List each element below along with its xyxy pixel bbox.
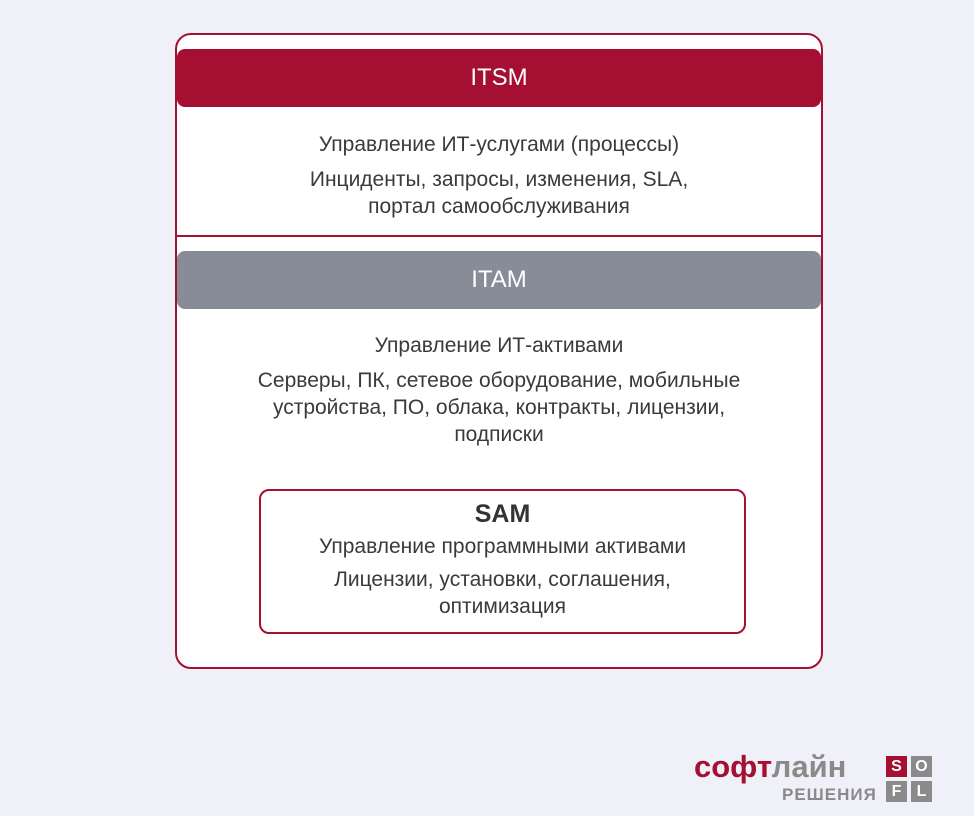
logo-wordmark: софтлайн xyxy=(694,749,846,785)
itsm-itam-divider xyxy=(177,235,821,237)
logo-cell-o: O xyxy=(911,756,932,777)
itsm-label: ITSM xyxy=(470,64,528,91)
sam-detail: Лицензии, установки, соглашения, оптимиз… xyxy=(334,568,671,618)
logo-cell-f: F xyxy=(886,781,907,802)
sam-subtitle: Управление программными активами xyxy=(318,535,687,558)
sam-box: SAM Управление программными активами Лиц… xyxy=(259,489,746,634)
itam-description: Управление ИТ-активами Серверы, ПК, сете… xyxy=(177,332,821,448)
itsm-header-band: ITSM xyxy=(177,49,821,107)
itsm-outer-frame: ITSM Управление ИТ-услугами (процессы) И… xyxy=(175,33,823,669)
itsm-detail: Инциденты, запросы, изменения, SLA, порт… xyxy=(309,168,689,218)
softline-logo: софтлайн РЕШЕНИЯ S O F L xyxy=(690,749,940,805)
itam-header-band: ITAM xyxy=(177,251,821,309)
itsm-subtitle: Управление ИТ-услугами (процессы) xyxy=(318,133,680,156)
logo-cell-l: L xyxy=(911,781,932,802)
itam-detail: Серверы, ПК, сетевое оборудование, мобил… xyxy=(257,369,741,446)
logo-letter-grid: S O F L xyxy=(886,756,934,804)
logo-word-part2: лайн xyxy=(771,749,847,784)
itam-label: ITAM xyxy=(471,266,527,293)
itam-subtitle: Управление ИТ-активами xyxy=(374,334,624,357)
logo-word-part1: софт xyxy=(694,749,772,784)
logo-subtitle: РЕШЕНИЯ xyxy=(782,785,877,804)
sam-label: SAM xyxy=(474,500,531,528)
logo-cell-s: S xyxy=(886,756,907,777)
itsm-description: Управление ИТ-услугами (процессы) Инциде… xyxy=(177,131,821,220)
